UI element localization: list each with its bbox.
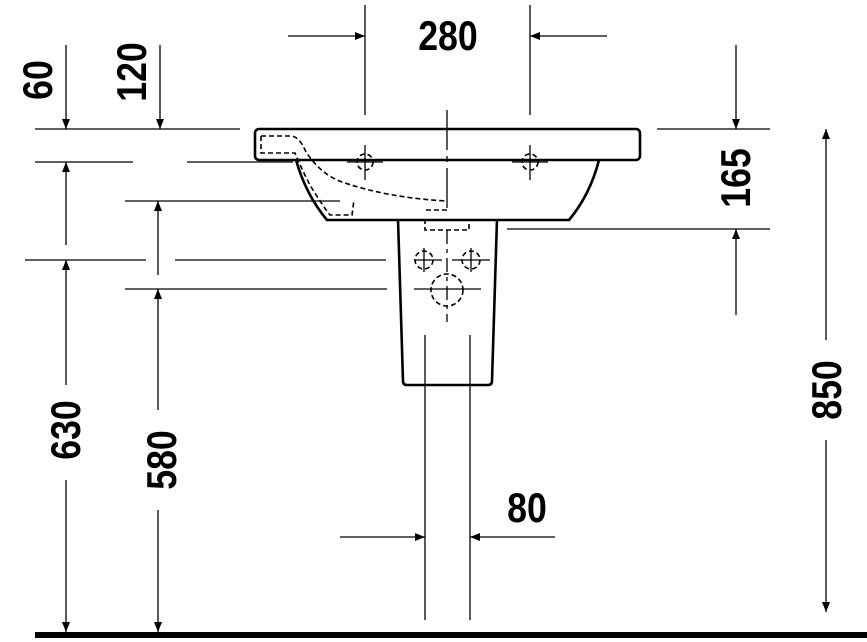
dim-850: 850 xyxy=(804,360,850,420)
washbasin xyxy=(253,127,642,231)
dim-60: 60 xyxy=(15,60,61,100)
dim-165: 165 xyxy=(713,148,759,208)
dim-280: 280 xyxy=(418,13,478,59)
pedestal xyxy=(396,218,499,387)
dim-120: 120 xyxy=(109,42,155,102)
dim-580: 580 xyxy=(139,430,185,490)
dim-80: 80 xyxy=(507,485,547,531)
dim-630: 630 xyxy=(43,400,89,460)
dimension-arrows xyxy=(62,32,830,632)
